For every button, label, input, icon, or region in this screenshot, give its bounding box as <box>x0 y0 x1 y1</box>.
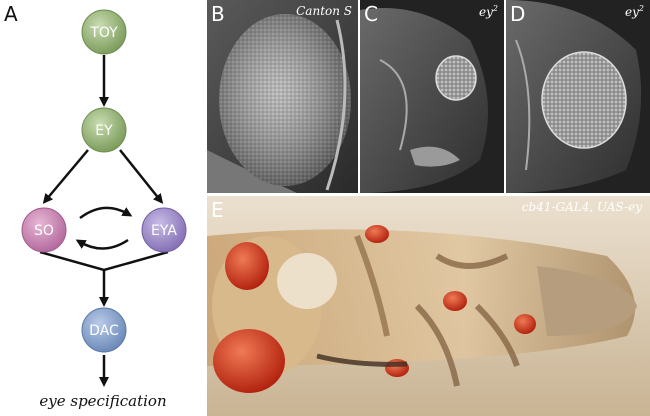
node-eya-label: EYA <box>151 223 177 239</box>
panel-letter-c: C <box>364 2 378 26</box>
panel-a-schematic: A <box>0 0 206 416</box>
panel-e-photo: E cb41-GAL4, UAS-ey <box>207 196 650 416</box>
genotype-label-d-text: ey <box>625 5 639 19</box>
panel-letter-e: E <box>211 198 224 222</box>
arrow-so-to-eya <box>79 206 133 220</box>
node-so-label: SO <box>34 223 54 239</box>
merge-so-eya <box>39 250 169 272</box>
genotype-label-b: Canton S <box>296 4 352 18</box>
genotype-label-d-sup: 2 <box>638 4 644 13</box>
node-eya: EYA <box>141 207 187 253</box>
network-diagram: TOY EY SO EYA DAC <box>21 9 187 387</box>
arrow-eya-to-so <box>75 238 129 250</box>
node-dac-label: DAC <box>89 323 119 339</box>
genotype-label-c-text: ey <box>479 5 493 19</box>
genotype-label-c-sup: 2 <box>492 4 498 13</box>
arrow-ey-to-eya <box>119 149 164 204</box>
node-ey-label: EY <box>95 123 113 139</box>
panel-letter-b: B <box>211 2 225 26</box>
genotype-label-c: ey2 <box>479 4 498 19</box>
node-so: SO <box>21 207 67 253</box>
panel-letter-d: D <box>510 2 526 26</box>
panel-b-sem: B Canton S <box>207 0 358 193</box>
node-toy-label: TOY <box>89 25 118 41</box>
genotype-label-d: ey2 <box>625 4 644 19</box>
node-toy: TOY <box>81 9 127 55</box>
panel-d-sem: D ey2 <box>506 0 650 193</box>
node-dac: DAC <box>81 307 127 353</box>
genotype-label-e: cb41-GAL4, UAS-ey <box>521 200 642 214</box>
node-ey: EY <box>81 107 127 153</box>
caption-eye-specification: eye specification <box>39 392 167 410</box>
sem-image-c <box>360 0 504 193</box>
fly-photo <box>207 196 650 416</box>
panel-letter-a: A <box>4 2 18 26</box>
arrow-ey-to-so <box>42 149 89 204</box>
sem-image-d <box>506 0 650 193</box>
sem-image-b <box>207 0 358 193</box>
panel-c-sem: C ey2 <box>360 0 504 193</box>
